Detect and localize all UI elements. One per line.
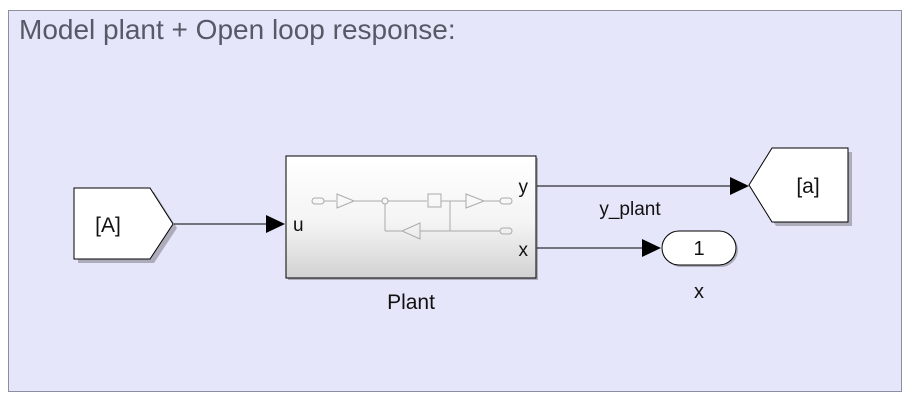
plant-output-port-y-label: y (519, 177, 529, 198)
plant-output-port-x-label: x (519, 240, 529, 261)
outport-block[interactable]: 1 (661, 230, 738, 267)
from-block-tag: [A] (95, 214, 121, 237)
plant-subsystem-block[interactable]: u y x (285, 155, 538, 280)
from-block[interactable]: [A] (73, 187, 177, 263)
signal-line-x[interactable] (537, 239, 661, 257)
goto-block-tag: [a] (796, 175, 819, 198)
outport-number: 1 (693, 238, 704, 260)
goto-block[interactable]: [a] (748, 147, 852, 226)
area-title: Model plant + Open loop response: (19, 14, 456, 45)
subsystem-preview-icon (311, 193, 513, 240)
signal-line-input[interactable] (174, 215, 285, 233)
signal-line-y-plant[interactable] (537, 177, 749, 195)
plant-input-port-label: u (293, 215, 304, 236)
outport-name: x (694, 281, 704, 303)
plant-block-name: Plant (387, 291, 435, 314)
signal-label-y-plant: y_plant (599, 199, 661, 220)
